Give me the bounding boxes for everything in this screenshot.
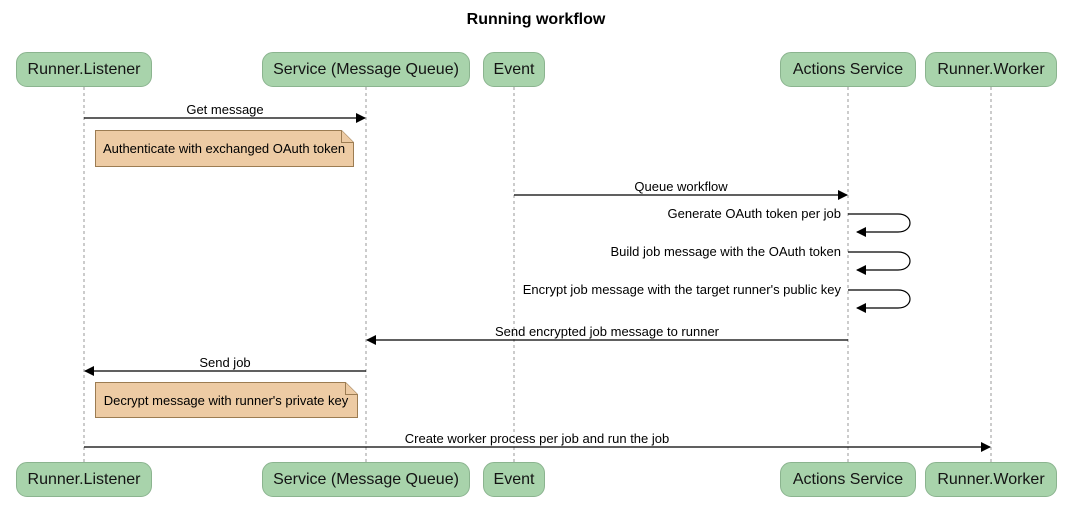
- actor-runner-listener-bottom: Runner.Listener: [16, 462, 152, 497]
- note-shape-authenticate: [95, 130, 354, 167]
- message-label-queue-workflow: Queue workflow: [634, 179, 728, 194]
- note-decrypt-private-key: Decrypt message with runner's private ke…: [103, 392, 349, 408]
- actor-runner-worker-bottom: Runner.Worker: [925, 462, 1057, 497]
- actor-event-bottom: Event: [483, 462, 545, 497]
- actor-runner-worker-top: Runner.Worker: [925, 52, 1057, 87]
- note-shape-decrypt: [95, 382, 358, 418]
- actor-event-top: Event: [483, 52, 545, 87]
- actor-actions-service-bottom: Actions Service: [780, 462, 916, 497]
- actor-service-message-queue-top: Service (Message Queue): [262, 52, 470, 87]
- message-label-generate-oauth-token: Generate OAuth token per job: [667, 206, 841, 221]
- actor-actions-service-top: Actions Service: [780, 52, 916, 87]
- actor-runner-listener-top: Runner.Listener: [16, 52, 152, 87]
- message-label-get-message: Get message: [186, 102, 264, 117]
- message-label-create-worker-process: Create worker process per job and run th…: [404, 431, 670, 446]
- arrow-self-build-job-message: [848, 251, 911, 275]
- diagram-title: Running workflow: [466, 11, 606, 28]
- message-label-encrypt-job-message: Encrypt job message with the target runn…: [522, 282, 841, 297]
- message-label-send-encrypted-job-message: Send encrypted job message to runner: [494, 324, 720, 339]
- message-label-build-job-message: Build job message with the OAuth token: [610, 244, 841, 259]
- arrow-self-encrypt-job-message: [848, 289, 911, 313]
- message-label-send-job: Send job: [199, 355, 251, 370]
- note-authenticate-oauth: Authenticate with exchanged OAuth token: [102, 140, 346, 156]
- actor-service-message-queue-bottom: Service (Message Queue): [262, 462, 470, 497]
- arrow-self-generate-oauth-token: [848, 213, 911, 237]
